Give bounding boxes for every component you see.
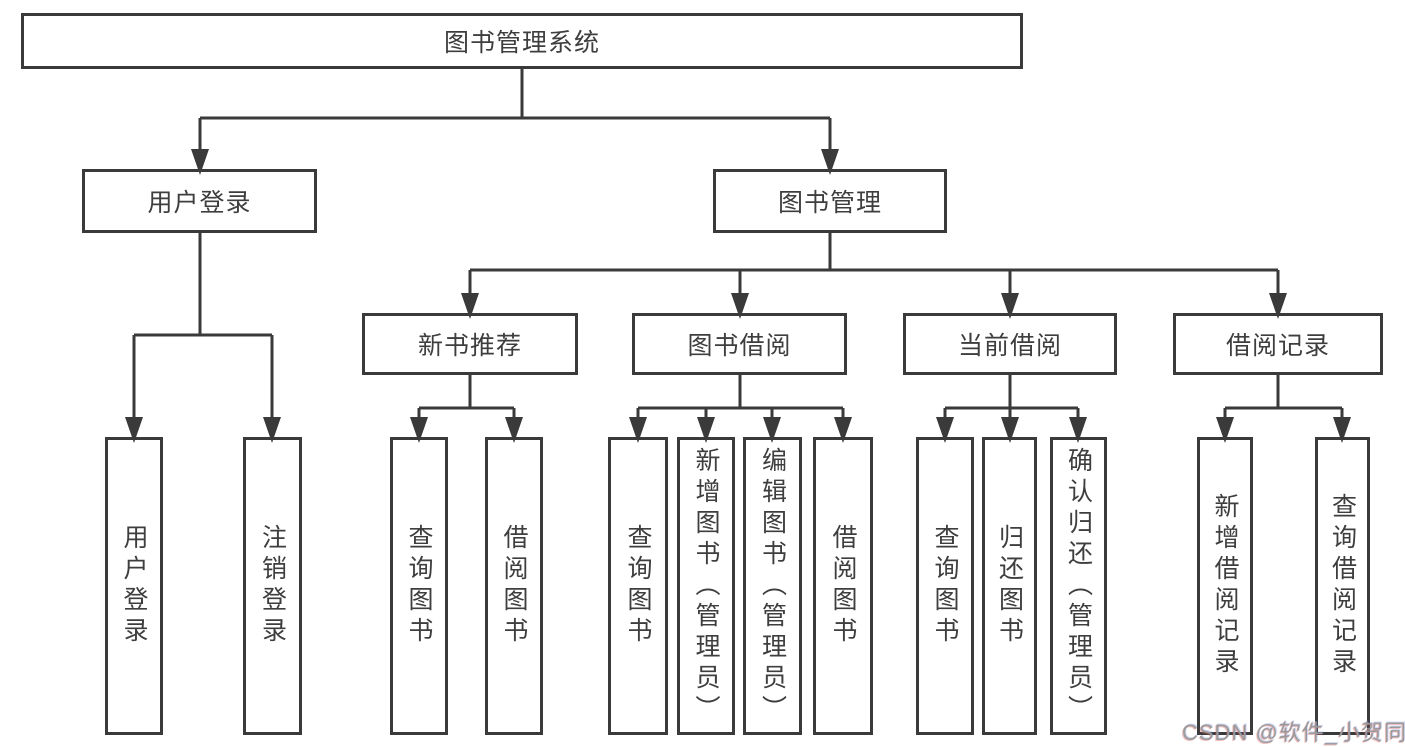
leaf-current-confirm-return-admin-label: 确认归还（管理员） xyxy=(1064,446,1093,726)
node-new-book-recommend: 新书推荐 xyxy=(362,313,578,375)
node-library-management-system: 图书管理系统 xyxy=(21,13,1023,69)
node-book-management: 图书管理 xyxy=(713,169,947,233)
leaf-borrow-add-books-admin: 新增图书（管理员） xyxy=(677,437,735,735)
leaf-current-return-books: 归还图书 xyxy=(982,437,1037,735)
leaf-borrow-add-books-admin-label: 新增图书（管理员） xyxy=(692,446,720,726)
leaf-borrow-borrow-books: 借阅图书 xyxy=(813,437,873,735)
leaf-current-query-books-label: 查询图书 xyxy=(931,524,959,648)
node-library-management-system-label: 图书管理系统 xyxy=(443,29,600,57)
leaf-borrow-query-books: 查询图书 xyxy=(608,437,668,735)
node-user-login-label: 用户登录 xyxy=(147,189,252,217)
csdn-watermark: CSDN @软件_小贺同学 xyxy=(1182,720,1405,745)
node-new-book-recommend-label: 新书推荐 xyxy=(417,332,522,360)
node-current-borrow-label: 当前借阅 xyxy=(957,332,1062,360)
leaf-newbooks-query-books-label: 查询图书 xyxy=(405,524,433,648)
leaf-user-login-label: 用户登录 xyxy=(120,524,148,648)
node-book-management-label: 图书管理 xyxy=(777,189,882,217)
leaf-records-add-record: 新增借阅记录 xyxy=(1197,437,1253,735)
leaf-borrow-query-books-label: 查询图书 xyxy=(624,524,652,648)
leaf-user-login: 用户登录 xyxy=(105,437,163,735)
leaf-records-query-record-label: 查询借阅记录 xyxy=(1328,493,1357,679)
leaf-current-return-books-label: 归还图书 xyxy=(995,524,1024,648)
leaf-logout: 注销登录 xyxy=(243,437,302,735)
leaf-newbooks-query-books: 查询图书 xyxy=(390,437,448,735)
leaf-records-query-record: 查询借阅记录 xyxy=(1315,437,1370,735)
leaf-borrow-edit-books-admin-label: 编辑图书（管理员） xyxy=(758,446,787,726)
leaf-logout-label: 注销登录 xyxy=(258,524,287,648)
node-borrow-records-label: 借阅记录 xyxy=(1225,332,1330,360)
leaf-newbooks-borrow-books-label: 借阅图书 xyxy=(500,524,528,648)
leaf-records-add-record-label: 新增借阅记录 xyxy=(1211,493,1239,679)
leaf-borrow-edit-books-admin: 编辑图书（管理员） xyxy=(743,437,802,735)
node-book-borrow-label: 图书借阅 xyxy=(687,332,792,360)
leaf-borrow-borrow-books-label: 借阅图书 xyxy=(829,524,857,648)
node-current-borrow: 当前借阅 xyxy=(903,313,1117,375)
leaf-newbooks-borrow-books: 借阅图书 xyxy=(485,437,543,735)
node-borrow-records: 借阅记录 xyxy=(1173,313,1383,375)
node-book-borrow: 图书借阅 xyxy=(632,313,847,375)
node-user-login: 用户登录 xyxy=(82,169,317,233)
leaf-current-query-books: 查询图书 xyxy=(916,437,974,735)
leaf-current-confirm-return-admin: 确认归还（管理员） xyxy=(1050,437,1107,735)
